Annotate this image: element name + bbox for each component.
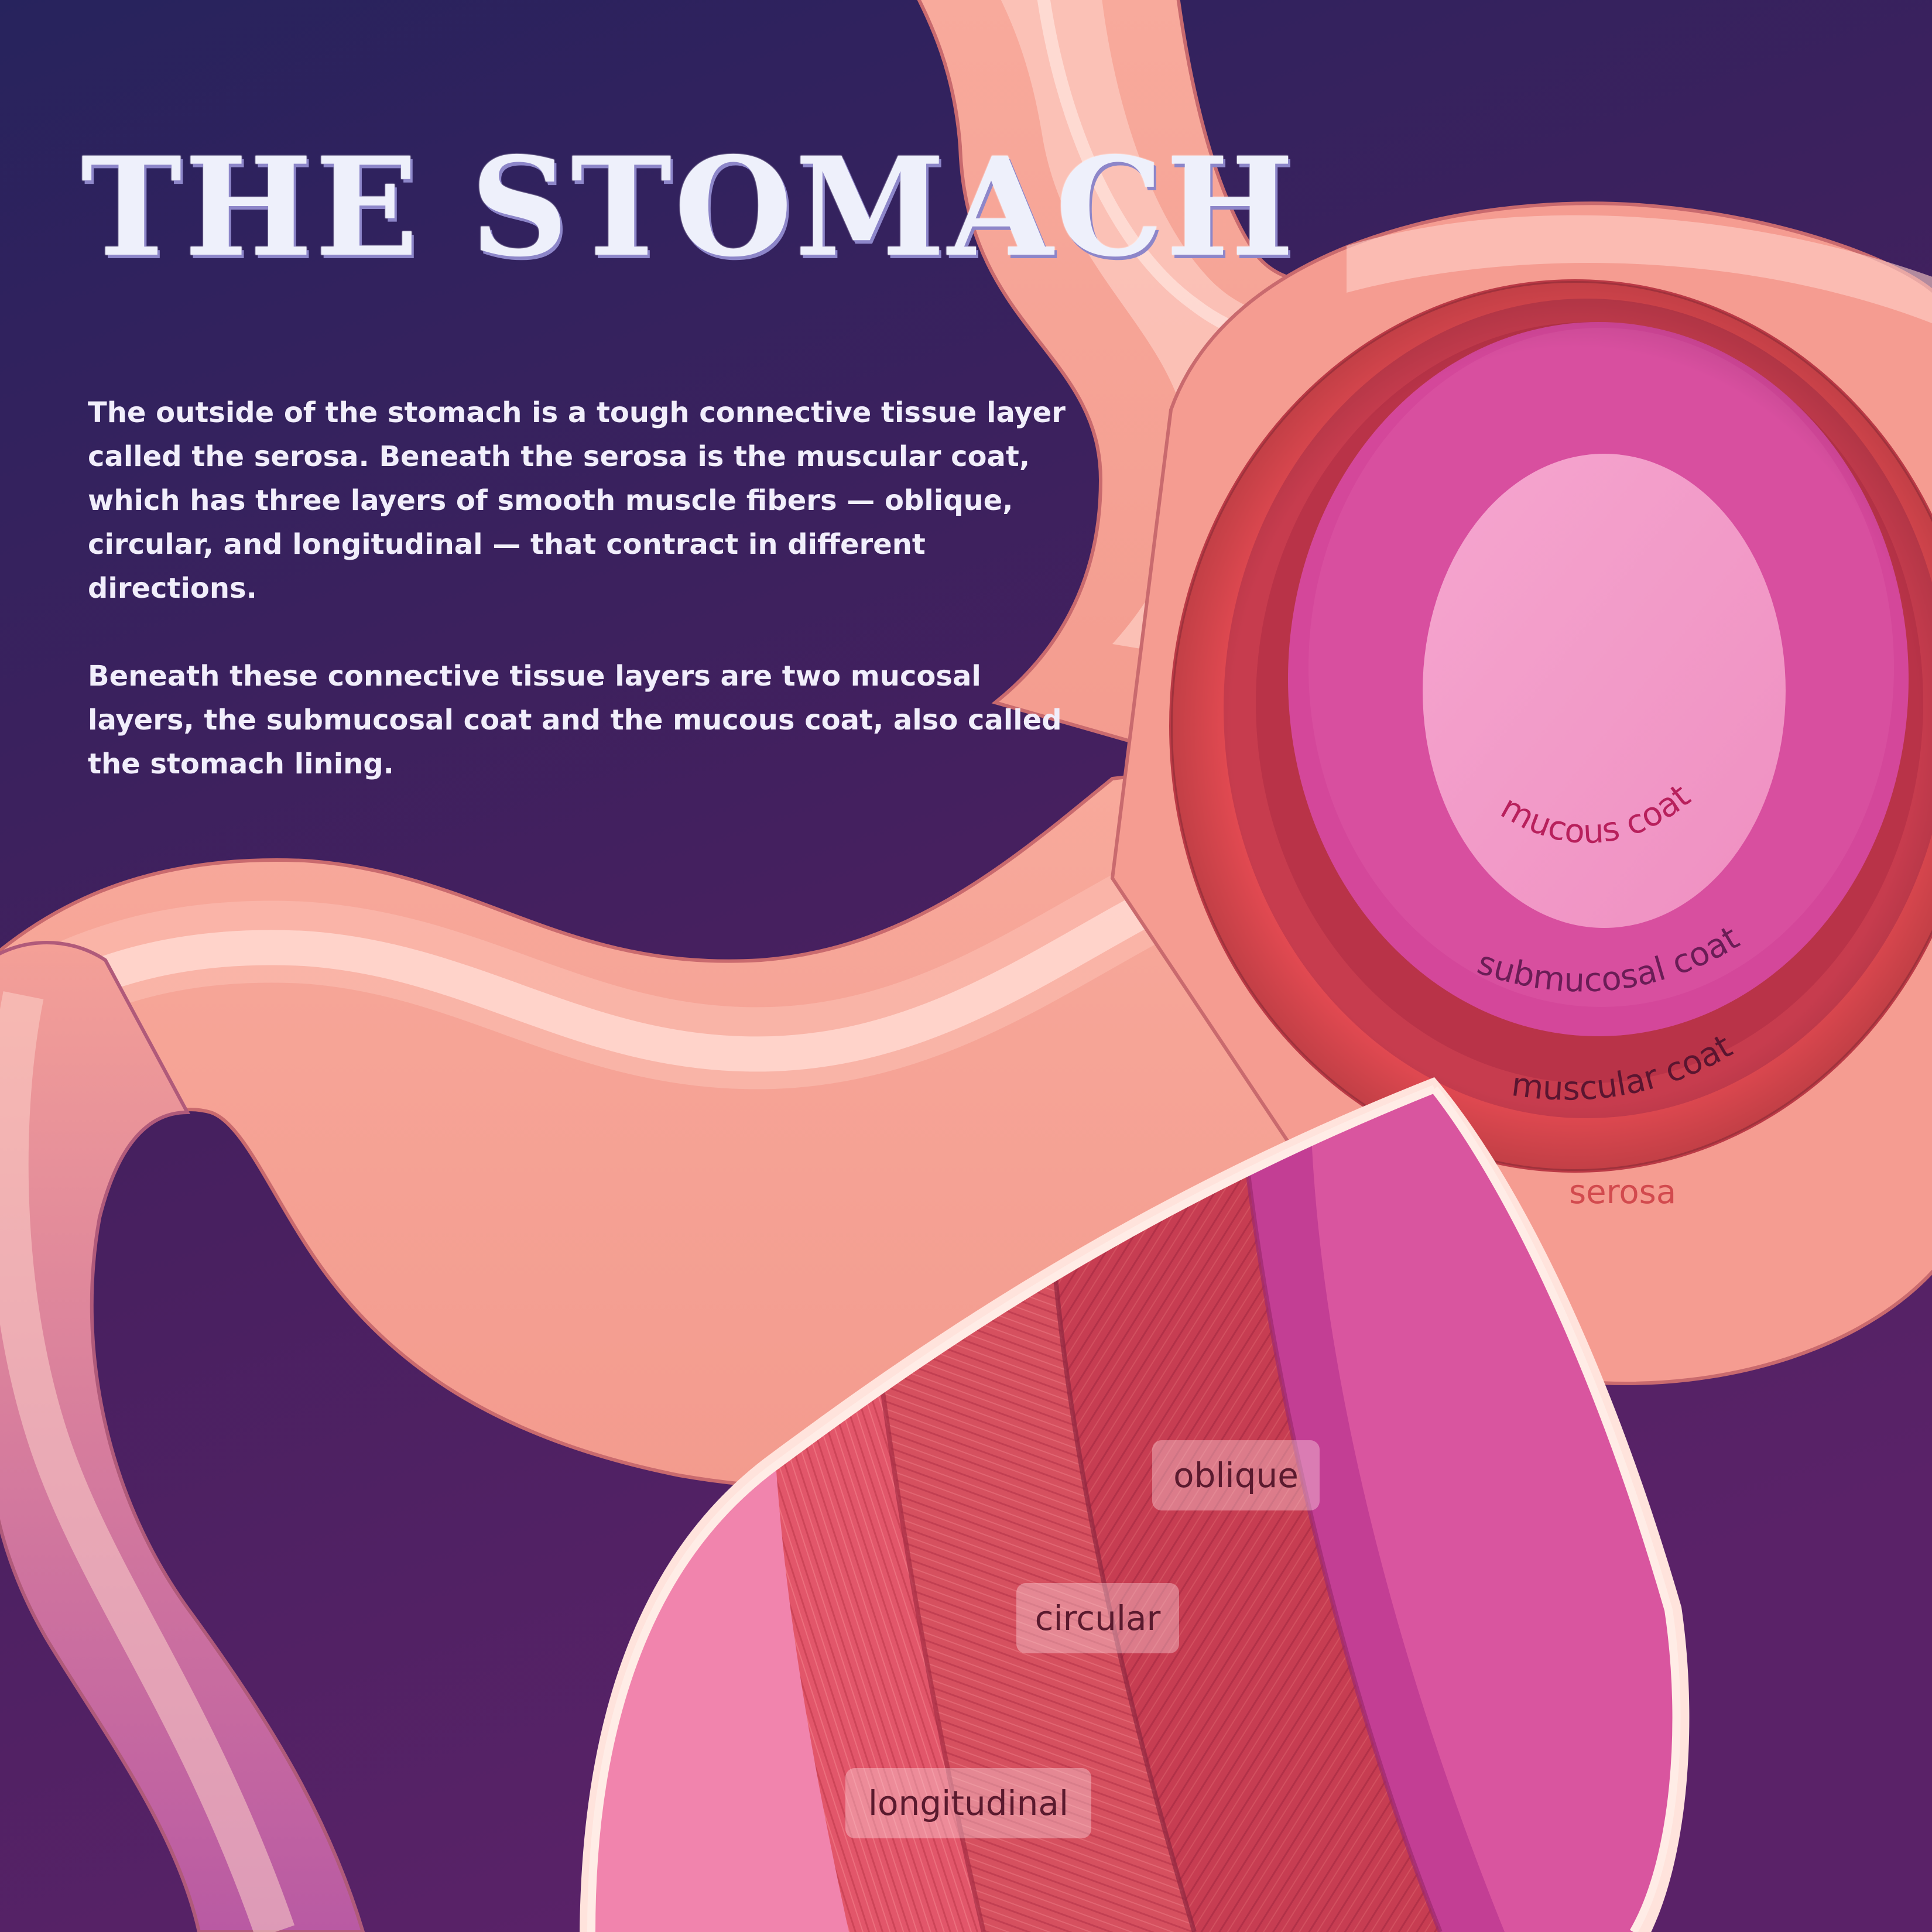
page-title: THE STOMACH (81, 127, 1297, 287)
band-edge-3 (1245, 1164, 1443, 1932)
label-longitudinal: longitudinal (845, 1768, 1091, 1838)
band-edge-1 (876, 1358, 986, 1932)
mucous-band (1311, 1089, 1677, 1932)
pylorus-tail (0, 941, 365, 1932)
label-serosa: serosa (1569, 1173, 1676, 1211)
stomach-cross-section (1169, 279, 1932, 1173)
description-paragraph-2: Beneath these connective tissue layers a… (88, 660, 1062, 780)
pylorus-tail-highlight (0, 991, 295, 1932)
longitudinal-band (773, 1347, 984, 1932)
stomach-body-sheen (1347, 215, 1932, 324)
oblique-band (1054, 1159, 1440, 1932)
lens-outline (587, 1085, 1681, 1932)
label-oblique: oblique (1152, 1440, 1320, 1510)
band-edge-2 (1051, 1258, 1197, 1932)
description-paragraph-1: The outside of the stomach is a tough co… (88, 396, 1066, 605)
circular-band (878, 1253, 1194, 1932)
ring-shadow (1171, 281, 1932, 1171)
description-text: The outside of the stomach is a tough co… (88, 391, 1071, 830)
duodenum-band-2 (0, 880, 1179, 1072)
label-circular: circular (1016, 1583, 1179, 1653)
